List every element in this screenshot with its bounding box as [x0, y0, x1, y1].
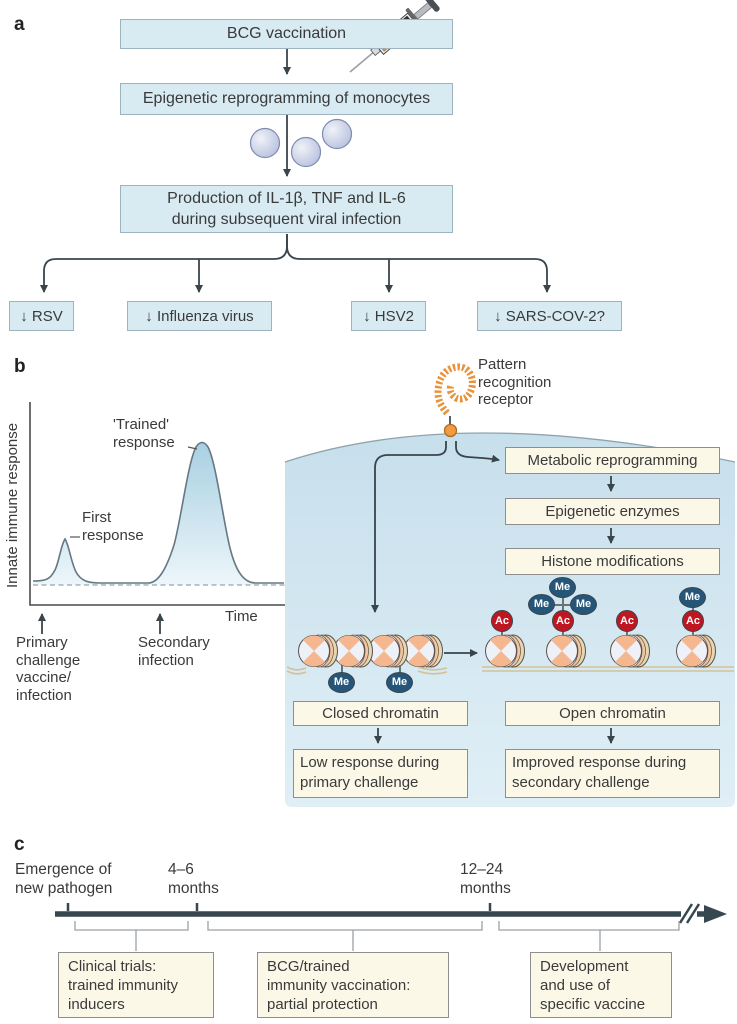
pattern-recognition-receptor-icon: [434, 363, 476, 438]
improved-response-box: Improved response during secondary chall…: [505, 749, 720, 798]
panel-c-label: c: [14, 834, 25, 855]
specific-vaccine-box: Development and use of specific vaccine: [530, 952, 672, 1018]
outcome-box-sars-cov-2: ↓ SARS-COV-2?: [477, 301, 622, 331]
bcg-trained-immunity-box: BCG/trained immunity vaccination: partia…: [257, 952, 449, 1018]
methyl-mark: Me: [386, 672, 413, 693]
metabolic-reprogramming-box: Metabolic reprogramming: [505, 447, 720, 474]
acetyl-mark: Ac: [616, 610, 638, 632]
secondary-infection-label: Secondary infection: [138, 634, 210, 669]
monocyte-icon: [321, 118, 353, 150]
cytokine-production-box: Production of IL-1β, TNF and IL-6 during…: [120, 185, 453, 233]
monocyte-icons: [249, 118, 353, 168]
closed-chromatin-box: Closed chromatin: [293, 701, 468, 726]
pattern-recognition-receptor-label: Pattern recognition receptor: [478, 356, 552, 408]
panel-b-label: b: [14, 356, 26, 377]
methyl-mark: Me: [528, 594, 555, 615]
signalling-arrows: [371, 441, 615, 744]
acetyl-mark: Ac: [682, 610, 704, 632]
methyl-mark: Me: [549, 577, 576, 598]
acetyl-mark: Ac: [552, 610, 574, 632]
milestone-12-24-months-label: 12–24 months: [460, 861, 511, 897]
timeline: [55, 903, 727, 951]
methyl-mark: Me: [570, 594, 597, 615]
trained-response-annotation: 'Trained' response: [113, 416, 175, 451]
monocyte-icon: [290, 136, 322, 168]
first-response-annotation: First response: [82, 509, 144, 544]
immune-response-graph: [29, 402, 288, 634]
outcome-box-influenza: ↓ Influenza virus: [127, 301, 272, 331]
flow-arrows-panel-a: [40, 48, 551, 293]
primary-challenge-label: Primary challenge vaccine/ infection: [16, 634, 81, 704]
bcg-vaccination-box: BCG vaccination: [120, 19, 453, 49]
timeline-break-icon: [678, 903, 701, 924]
milestone-emergence-label: Emergence of new pathogen: [15, 861, 113, 897]
outcome-box-hsv2: ↓ HSV2: [351, 301, 426, 331]
timeline-arrowhead-icon: [704, 905, 727, 923]
low-response-box: Low response during primary challenge: [293, 749, 468, 798]
methyl-mark: Me: [679, 587, 706, 608]
x-axis-label: Time: [225, 608, 258, 625]
methyl-mark: Me: [328, 672, 355, 693]
panel-a-label: a: [14, 14, 25, 35]
outcome-box-rsv: ↓ RSV: [9, 301, 74, 331]
milestone-4-6-months-label: 4–6 months: [168, 861, 219, 897]
histone-modifications-box: Histone modifications: [505, 548, 720, 575]
epigenetic-reprogramming-box: Epigenetic reprogramming of monocytes: [120, 83, 453, 115]
monocyte-icon: [249, 127, 281, 159]
clinical-trials-box: Clinical trials: trained immunity induce…: [58, 952, 214, 1018]
epigenetic-enzymes-box: Epigenetic enzymes: [505, 498, 720, 525]
open-chromatin-box: Open chromatin: [505, 701, 720, 726]
y-axis-label: Innate immune response: [4, 422, 21, 589]
acetyl-mark: Ac: [491, 610, 513, 632]
timeline-brackets: [74, 921, 680, 951]
